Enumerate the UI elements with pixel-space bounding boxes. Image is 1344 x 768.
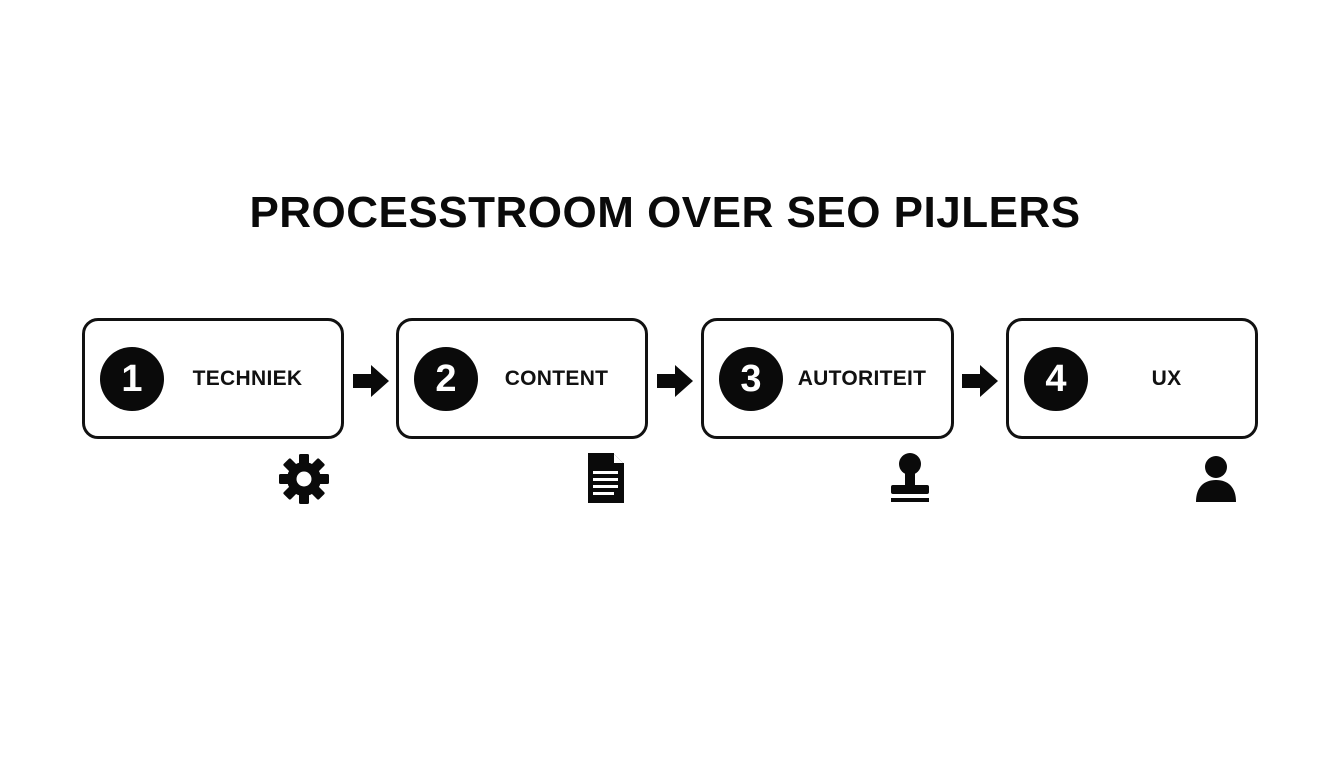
stamp-icon (891, 453, 929, 502)
gear-icon (279, 454, 329, 504)
step-number-badge: 4 (1024, 347, 1088, 411)
step-label: UX (1151, 366, 1182, 390)
document-icon (588, 453, 624, 503)
step-box-autoriteit: 3 AUTORITEIT (701, 318, 954, 439)
step-number-badge: 2 (414, 347, 478, 411)
arrow-right-icon (657, 365, 693, 397)
arrow-right-icon (353, 365, 389, 397)
step-box-content: 2 CONTENT (396, 318, 648, 439)
step-number-badge: 1 (100, 347, 164, 411)
step-box-techniek: 1 TECHNIEK (82, 318, 344, 439)
step-label: TECHNIEK (192, 366, 303, 390)
step-label: CONTENT (504, 366, 609, 390)
diagram-title: PROCESSTROOM OVER SEO PIJLERS (249, 188, 1081, 237)
user-icon (1196, 456, 1236, 502)
arrow-right-icon (962, 365, 998, 397)
step-box-ux: 4 UX (1006, 318, 1258, 439)
step-label: AUTORITEIT (797, 366, 927, 390)
step-number-badge: 3 (719, 347, 783, 411)
